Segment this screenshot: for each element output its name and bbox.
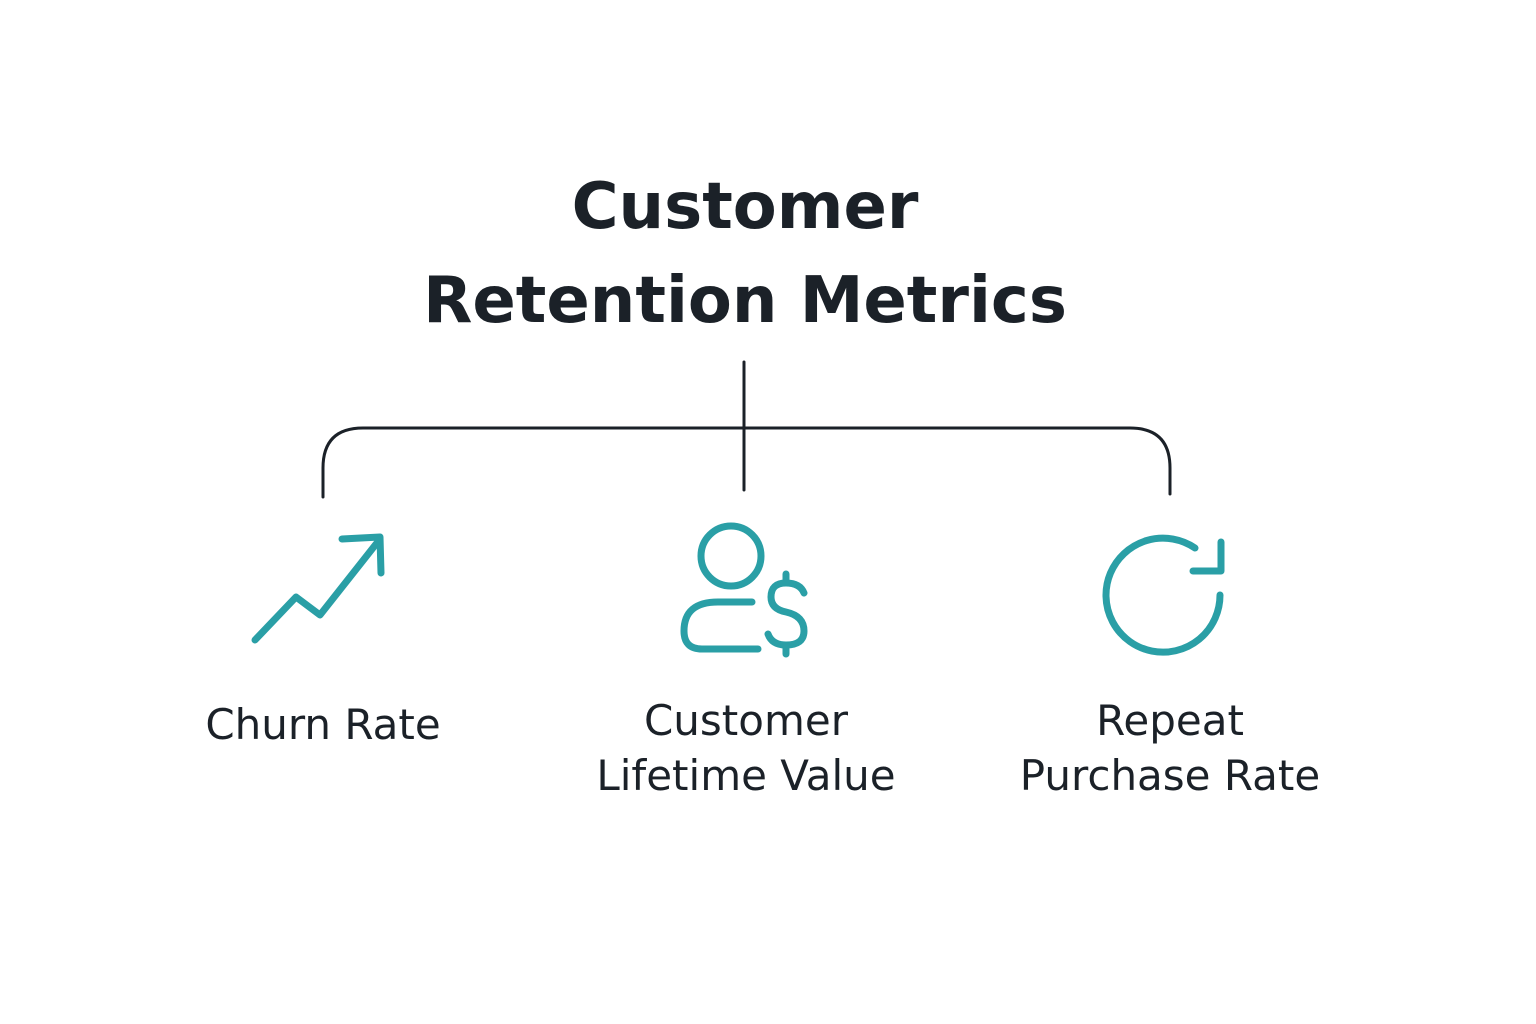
title-line-2: Retention Metrics (423, 264, 1067, 338)
node-label-repeat-purchase-rate: Repeat Purchase Rate (960, 693, 1380, 803)
node-label-line: Churn Rate (205, 700, 441, 749)
title-line-1: Customer (571, 170, 919, 244)
trend-up-arrow-icon (251, 533, 385, 644)
node-label-line: Lifetime Value (596, 751, 896, 800)
node-label-line: Customer (643, 696, 848, 745)
node-label-line: Repeat (1096, 696, 1244, 745)
user-dollar-icon (680, 522, 808, 658)
connector-bracket (321, 426, 1172, 499)
node-label-churn-rate: Churn Rate (113, 697, 533, 752)
node-label-customer-lifetime-value: Customer Lifetime Value (536, 693, 956, 803)
diagram-title: Customer Retention Metrics (0, 160, 1490, 348)
node-label-line: Purchase Rate (1019, 751, 1321, 800)
refresh-cycle-icon (1102, 534, 1225, 656)
